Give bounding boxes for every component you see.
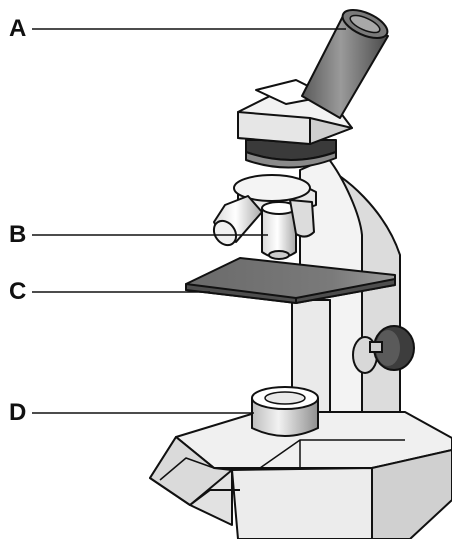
label-a: A: [9, 17, 26, 41]
label-d: D: [9, 401, 26, 425]
label-c: C: [9, 280, 26, 304]
eyepiece-tube: [302, 4, 391, 118]
label-b: B: [9, 223, 26, 247]
light-source: [252, 387, 318, 436]
